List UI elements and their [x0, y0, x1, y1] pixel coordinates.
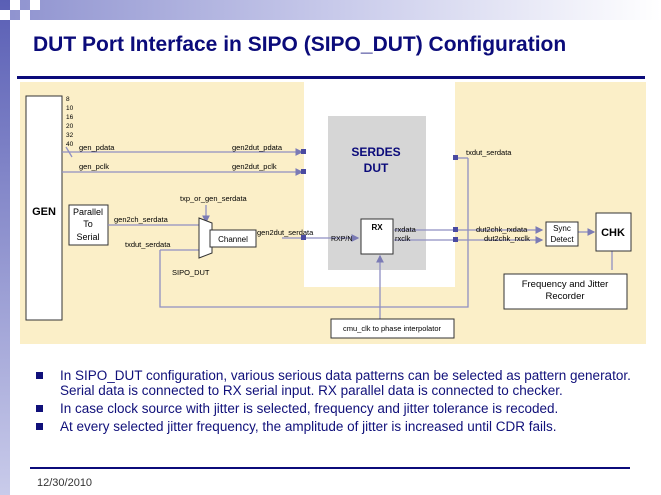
header-gradient-bar — [0, 0, 661, 20]
serdes-label: DUT — [364, 161, 389, 175]
width-label: 8 — [66, 96, 70, 103]
freq-jitter-recorder-block — [503, 273, 628, 310]
width-label: 10 — [66, 105, 74, 112]
bullet-item: In case clock source with jitter is sele… — [36, 401, 636, 416]
gen-label: GEN — [32, 206, 56, 218]
channel-block — [209, 229, 257, 248]
chk-block — [595, 212, 632, 252]
bullet-list: In SIPO_DUT configuration, various serio… — [36, 368, 636, 437]
cmu-clk-label: cmu_clk to phase interpolator — [343, 324, 441, 333]
sync-detect-label: Sync — [553, 224, 571, 233]
rxdata-label: rxdata — [395, 225, 417, 234]
footer-rule — [30, 467, 630, 469]
gen-block — [25, 95, 63, 321]
rx-label: RX — [371, 223, 383, 232]
rx-block — [360, 218, 394, 255]
diagram-panel-left — [20, 82, 304, 344]
rxclk-label: rxclk — [395, 234, 411, 243]
slide-date: 12/30/2010 — [37, 477, 93, 489]
gen2dut-pclk-label: gen2dut_pclk — [232, 162, 277, 171]
sipo-dut-label: SIPO_DUT — [172, 268, 210, 277]
channel-label: Channel — [218, 235, 248, 244]
gen-pclk-label: gen_pclk — [79, 162, 109, 171]
txp-or-gen-serdata-label: txp_or_gen_serdata — [180, 194, 248, 203]
txdut-loop-wire — [159, 158, 469, 308]
width-label: 16 — [66, 114, 74, 121]
dut2chk-rxdata-label: dut2chk_rxdata — [476, 225, 528, 234]
parallel-to-serial-block — [68, 204, 109, 246]
sync-detect-label: Detect — [550, 235, 574, 244]
mux-symbol — [198, 217, 213, 259]
dut2chk-rxclk-label: dut2chk_rxclk — [484, 234, 530, 243]
sync-detect-block — [545, 221, 579, 247]
deco-square — [20, 10, 30, 20]
gen2ch-serdata-label: gen2ch_serdata — [114, 215, 169, 224]
width-label: 32 — [66, 132, 74, 139]
cmu-clk-block — [330, 318, 455, 339]
txdut-serdata-right-label: txdut_serdata — [466, 148, 512, 157]
txdut-serdata-left-label: txdut_serdata — [125, 240, 171, 249]
serdes-label: SERDES — [351, 145, 400, 159]
gen-pdata-label: gen_pdata — [79, 143, 115, 152]
title-rule — [17, 76, 645, 79]
p2s-label: Serial — [76, 232, 99, 242]
bullet-item: At every selected jitter frequency, the … — [36, 419, 636, 434]
bullet-item: In SIPO_DUT configuration, various serio… — [36, 368, 636, 398]
deco-square — [10, 0, 20, 10]
rxpn-label: RXP/N — [331, 236, 352, 243]
width-label: 40 — [66, 141, 74, 148]
p2s-label: To — [83, 219, 93, 229]
left-accent-stripe — [0, 0, 10, 495]
deco-square — [0, 10, 10, 20]
chk-label: CHK — [601, 227, 625, 239]
gen2dut-serdata-label: gen2dut_serdata — [257, 228, 314, 237]
deco-square — [30, 0, 40, 10]
slide-title: DUT Port Interface in SIPO (SIPO_DUT) Co… — [33, 33, 567, 56]
width-label: 20 — [66, 123, 74, 130]
p2s-label: Parallel — [73, 207, 103, 217]
freq-jitter-label: Frequency and Jitter — [522, 279, 609, 290]
freq-jitter-label: Recorder — [545, 291, 584, 302]
gen2dut-pdata-label: gen2dut_pdata — [232, 143, 283, 152]
